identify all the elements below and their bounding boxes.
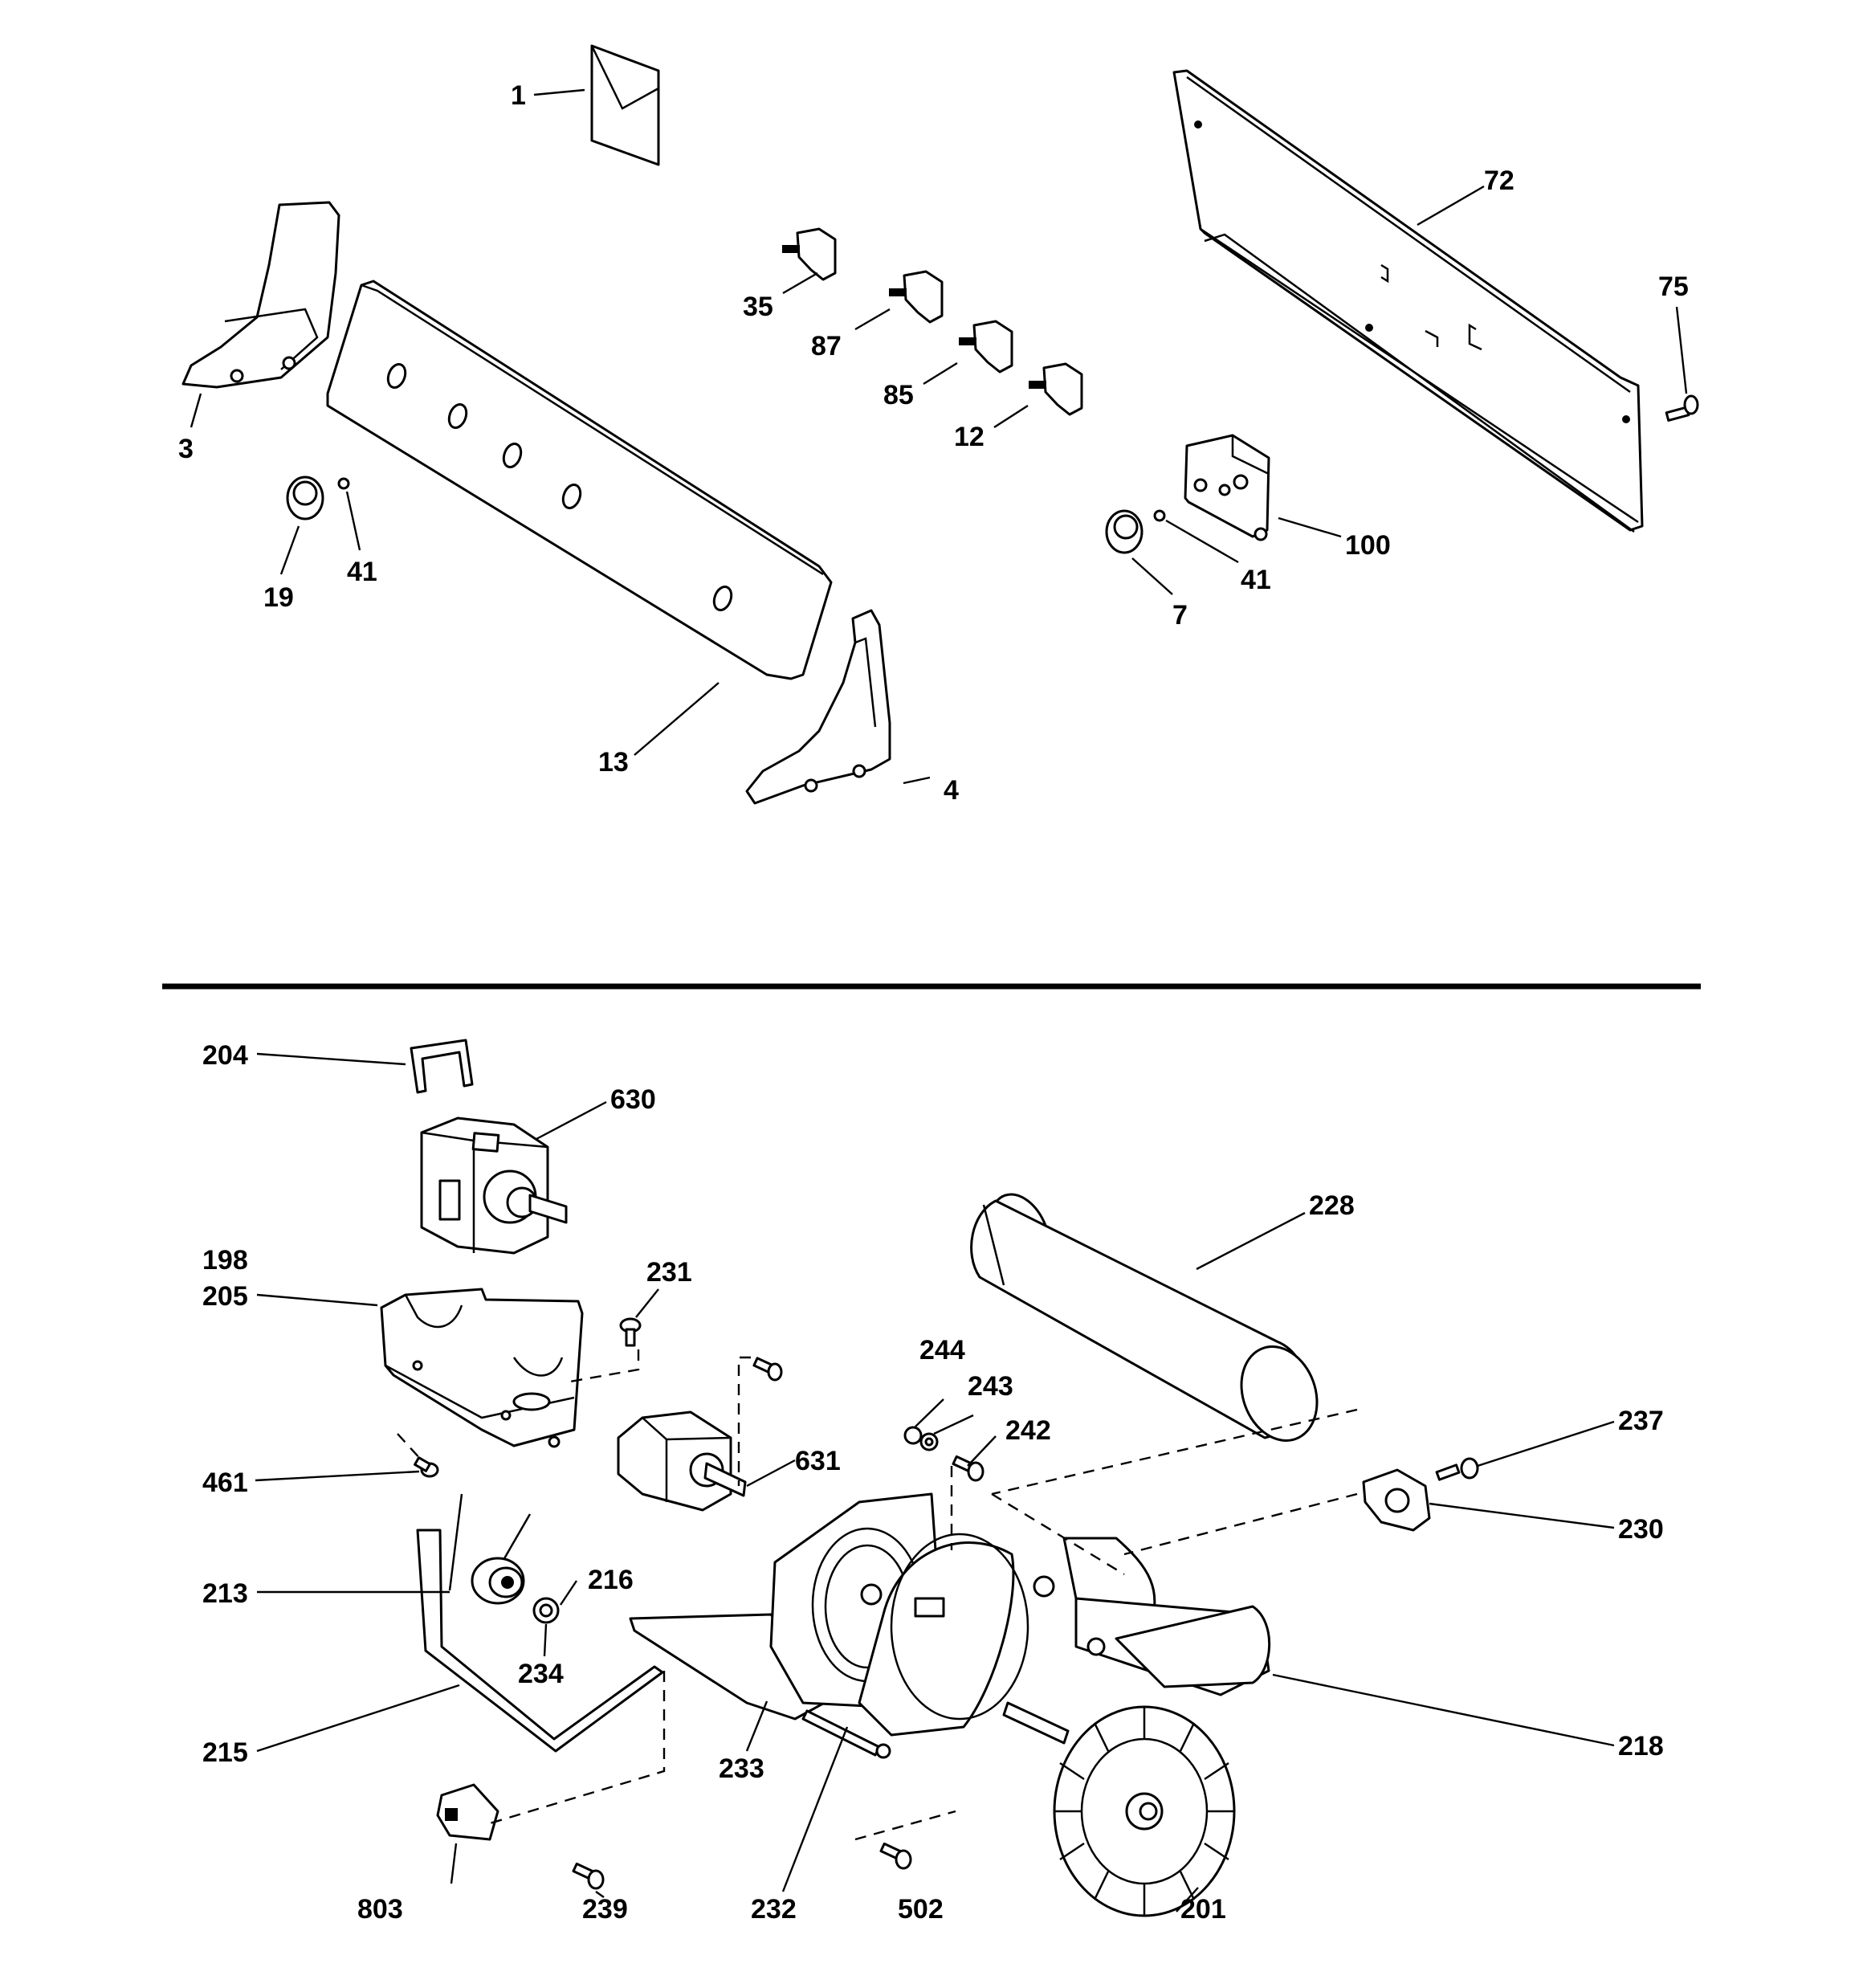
part-803-sensor: [436, 1783, 499, 1841]
part-41-clip-left: [337, 477, 350, 490]
callout-216: 216: [588, 1565, 634, 1595]
callout-230: 230: [1618, 1514, 1664, 1545]
callout-242: 242: [1005, 1415, 1051, 1446]
part-502-screw: [879, 1842, 912, 1870]
part-630-motor: [420, 1116, 568, 1255]
callout-13: 13: [598, 747, 629, 778]
callout-labels: 1 3 19 41 13 4 35 87 85 12 72 75 100 41 …: [178, 80, 1689, 1925]
callout-233: 233: [719, 1753, 764, 1784]
callout-803: 803: [357, 1894, 403, 1925]
callout-3: 3: [178, 434, 194, 464]
part-small-screw-631: [752, 1357, 783, 1382]
bottom-dashed-guides: [397, 1349, 1358, 1841]
part-231-screw: [619, 1317, 642, 1347]
bottom-leaders: [255, 1052, 1615, 1912]
callout-631: 631: [795, 1446, 841, 1476]
part-213-idler-pulley: [448, 1493, 532, 1605]
part-239-screw: [572, 1862, 605, 1890]
part-243-washer: [919, 1432, 939, 1451]
part-205-motor-bracket: [380, 1288, 584, 1448]
callout-243: 243: [968, 1371, 1013, 1402]
part-7-knob: [1105, 509, 1143, 554]
part-12-switch: [1029, 362, 1083, 416]
callout-100: 100: [1345, 530, 1391, 561]
callout-205: 205: [202, 1281, 248, 1312]
callout-232: 232: [751, 1894, 797, 1925]
callout-204: 204: [202, 1040, 248, 1071]
callout-630: 630: [610, 1084, 656, 1115]
part-1-instruction-sheet: [590, 44, 660, 166]
part-3-left-endcap: [181, 201, 340, 389]
callout-201: 201: [1180, 1894, 1226, 1925]
callout-239: 239: [582, 1894, 628, 1925]
part-244-nut: [903, 1426, 923, 1445]
callout-4: 4: [944, 775, 959, 806]
callout-19: 19: [263, 582, 294, 613]
part-204-clip: [410, 1039, 474, 1094]
top-leaders: [190, 88, 1688, 785]
part-631-switch: [617, 1410, 747, 1512]
part-234-washer: [532, 1597, 560, 1624]
callout-198: 198: [202, 1245, 248, 1276]
callout-502: 502: [898, 1894, 944, 1925]
callout-12: 12: [954, 422, 984, 452]
part-218-blower-housing: [769, 1492, 1271, 1737]
part-19-knob: [286, 476, 324, 520]
part-75-screw: [1665, 394, 1699, 422]
part-72-rear-panel: [1172, 69, 1644, 533]
part-41-clip-right: [1153, 509, 1166, 522]
part-215-idler-arm: [416, 1529, 664, 1753]
callout-75: 75: [1658, 271, 1689, 302]
callout-231: 231: [646, 1257, 692, 1288]
part-461-screw: [414, 1456, 439, 1478]
part-87-switch: [889, 270, 944, 324]
part-4-right-endcap: [745, 609, 891, 805]
callout-244: 244: [919, 1335, 965, 1365]
part-13-control-panel: [326, 280, 833, 680]
part-228-duct: [970, 1193, 1319, 1442]
callout-35: 35: [743, 292, 773, 322]
part-35-switch: [782, 227, 837, 281]
part-85-switch: [959, 320, 1013, 374]
part-237-screw: [1435, 1457, 1479, 1481]
callout-41-right: 41: [1241, 565, 1271, 595]
callout-72: 72: [1484, 165, 1514, 196]
part-242-screw: [952, 1455, 984, 1482]
part-232-rod: [801, 1709, 891, 1759]
callout-215: 215: [202, 1737, 248, 1768]
callout-237: 237: [1618, 1406, 1664, 1436]
callout-234: 234: [518, 1659, 564, 1689]
callout-1: 1: [511, 80, 526, 111]
callout-213: 213: [202, 1578, 248, 1609]
part-100-timer: [1184, 434, 1270, 541]
callout-41-left: 41: [347, 557, 377, 587]
callout-7: 7: [1172, 600, 1188, 631]
callout-87: 87: [811, 331, 842, 361]
part-230-thermostat: [1362, 1468, 1431, 1532]
callout-85: 85: [883, 380, 914, 410]
callout-461: 461: [202, 1468, 248, 1498]
callout-228: 228: [1309, 1190, 1355, 1221]
callout-218: 218: [1618, 1731, 1664, 1761]
part-201-blower-wheel: [1002, 1701, 1236, 1917]
